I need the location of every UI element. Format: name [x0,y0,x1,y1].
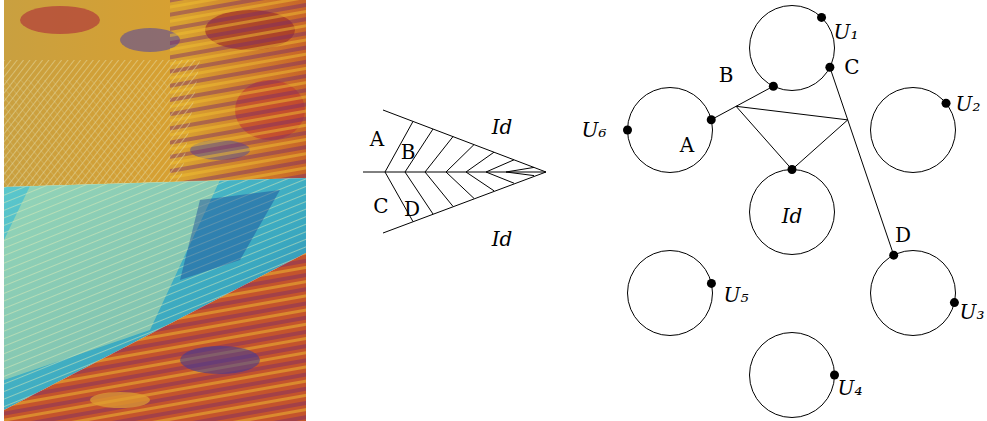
node-label: U₆ [582,120,607,140]
region-label: A [370,129,384,149]
circle-node: U₄ [749,332,835,418]
triangle-wires [736,106,848,169]
circle-outline [749,332,835,418]
terminal-dot [707,279,716,288]
node-label: A [680,135,694,155]
circle-outline [749,5,835,91]
node-label: U₃ [960,302,985,322]
circle-node: DU₃ [870,250,956,336]
circle-outline [750,6,835,91]
terminal-dot [950,298,959,307]
node-label: Id [782,206,803,226]
wire [711,86,773,120]
micrograph-bottom [4,253,306,421]
circle-outline [871,88,956,173]
circle-outline [628,88,713,173]
region-label: Id [492,229,513,249]
circle-node: U₅ [627,250,713,336]
region-label: C [373,196,388,216]
node-label: U₁ [834,22,859,42]
node-label: D [895,225,911,245]
terminal-dot [817,13,826,22]
region-label: D [404,199,420,219]
circle-node: U₁BC [749,5,835,91]
wedge-lines [363,110,546,233]
node-label: U₂ [956,94,981,114]
circle-outline [871,251,956,336]
region-label: Id [492,117,513,137]
terminal-dot [825,63,834,72]
node-label: C [844,57,859,77]
terminal-dot [889,251,898,260]
circle-outline [628,251,713,336]
circle-outline [870,250,956,336]
terminal-dot [788,165,797,174]
circle-outline [627,250,713,336]
node-label: B [719,65,734,85]
circle-outline [627,87,713,173]
terminal-dot [707,115,716,124]
circle-outline [750,333,835,418]
circle-outline [750,170,835,255]
circle-node: U₆A [627,87,713,173]
circle-node: Id [749,169,835,255]
circle-outline [870,87,956,173]
terminal-dot [623,126,632,135]
circle-node: U₂ [870,87,956,173]
micrograph-top [4,0,306,187]
node-label: U₄ [838,378,863,398]
terminal-dot [942,99,951,108]
terminal-dot [769,82,778,91]
region-label: B [401,142,416,162]
node-label: U₅ [724,285,749,305]
